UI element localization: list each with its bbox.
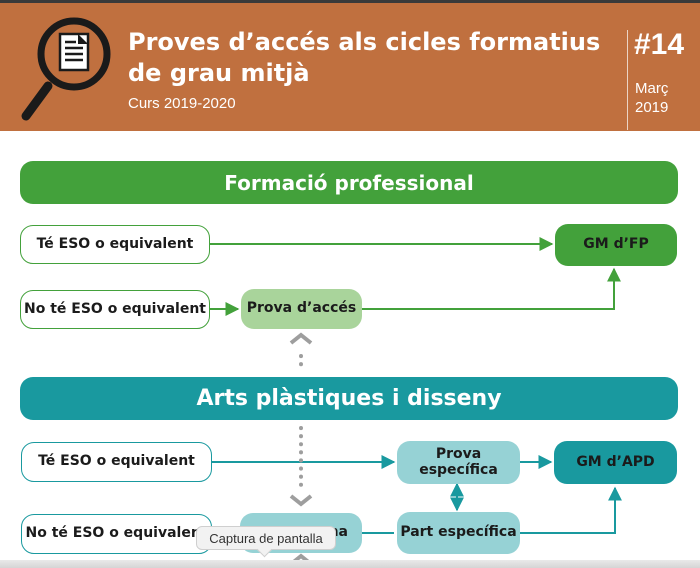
magnifier-document-icon bbox=[21, 17, 111, 121]
screenshot-tooltip: Captura de pantalla bbox=[196, 526, 336, 550]
banner-art-design: Arts plàstiques i disseny bbox=[20, 377, 678, 420]
bottom-edge bbox=[0, 560, 700, 568]
header-divider bbox=[627, 30, 628, 130]
title-line-2: de grau mitjà bbox=[128, 59, 310, 87]
header-top-border bbox=[0, 0, 700, 3]
apd-without-eso-box: No té ESO o equivalent bbox=[21, 514, 212, 554]
title-line-1: Proves d’accés als cicles formatius bbox=[128, 28, 601, 56]
issue-year: 2019 bbox=[635, 99, 669, 116]
fp-with-eso-box: Té ESO o equivalent bbox=[20, 225, 210, 264]
course-year: Curs 2019-2020 bbox=[128, 95, 236, 112]
apd-specific-exam-box: Prova específica bbox=[397, 441, 520, 484]
apd-with-eso-box: Té ESO o equivalent bbox=[21, 442, 212, 482]
fp-without-eso-box: No té ESO o equivalent bbox=[20, 290, 210, 329]
header: Proves d’accés als cicles formatius de g… bbox=[0, 0, 700, 131]
apd-specific-part-box: Part específica bbox=[397, 512, 520, 554]
fp-access-exam-box: Prova d’accés bbox=[241, 289, 362, 329]
apd-result-box: GM d’APD bbox=[554, 441, 677, 484]
issue-month: Març bbox=[635, 80, 669, 97]
fp-result-box: GM d’FP bbox=[555, 224, 677, 266]
issue-number: #14 bbox=[634, 28, 685, 61]
banner-vocational-training: Formació professional bbox=[20, 161, 678, 204]
